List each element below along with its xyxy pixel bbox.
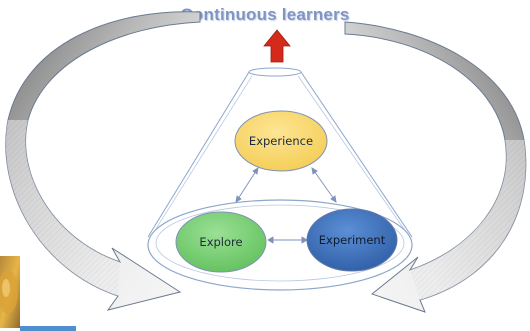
diagram-title: Continuous learners (180, 5, 350, 24)
experiment-node (306, 208, 398, 272)
experiment-label: Experiment (318, 233, 386, 247)
up-arrow-icon (263, 29, 291, 63)
experience-label: Experience (248, 134, 314, 148)
connector-arrows (235, 167, 337, 244)
cone-shape (147, 67, 413, 238)
experience-node (234, 110, 328, 172)
logo-image (0, 256, 76, 331)
left-cycle-arrow (5, 11, 201, 311)
right-cycle-arrow (344, 21, 527, 313)
explore-node (175, 211, 267, 273)
explore-label: Explore (199, 235, 243, 249)
